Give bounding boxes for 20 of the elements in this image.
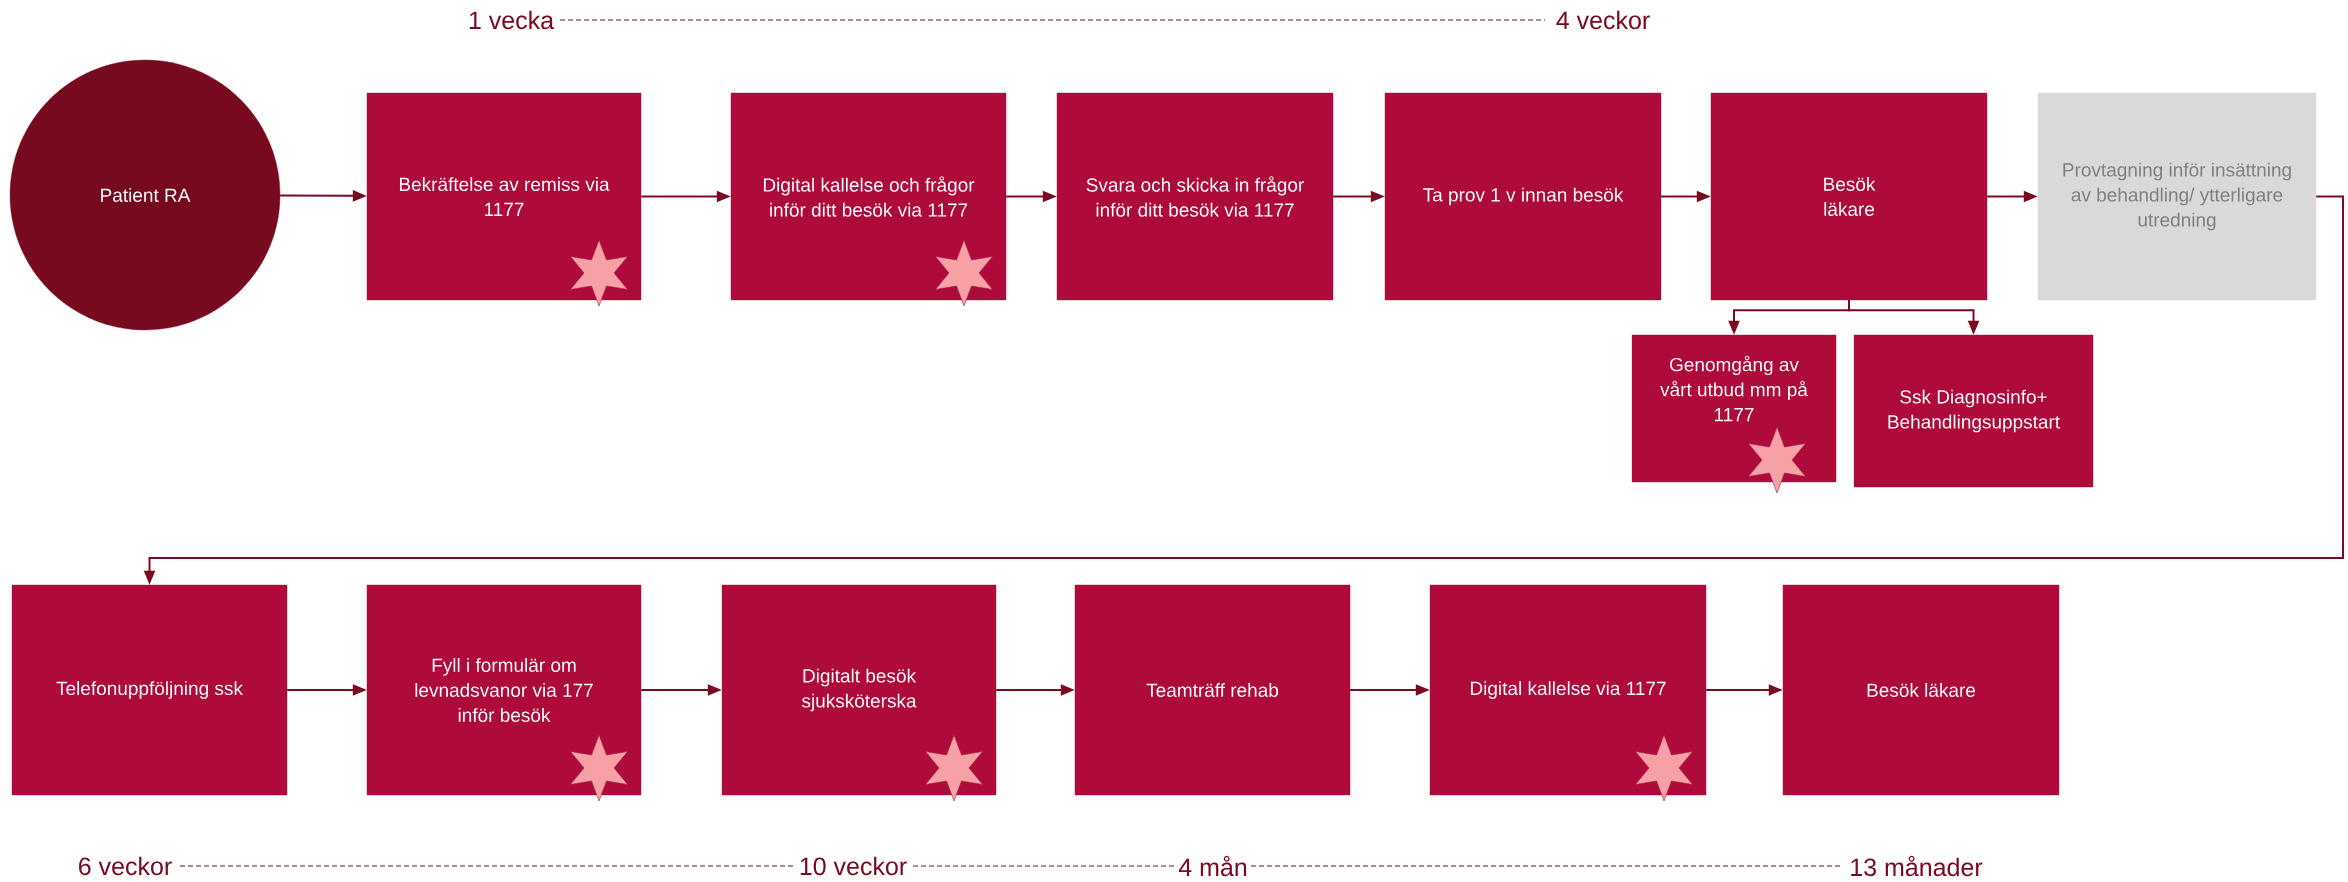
process-box: Besök läkare <box>1782 584 2060 796</box>
process-box: Bekräftelse av remiss via 1177 <box>366 92 642 301</box>
process-box: Digital kallelse och frågor inför ditt besök via 1177 <box>730 92 1007 301</box>
process-box: Teamträff rehab <box>1074 584 1351 796</box>
process-box: Digital kallelse via 1177 <box>1429 584 1707 796</box>
process-box: Genomgång av vårt utbud mm på 1177 <box>1631 334 1837 483</box>
time-label: 4 mån <box>1177 854 1249 878</box>
process-box: Svara och skicka in frågor inför ditt besök via 1177 <box>1056 92 1334 301</box>
time-label: 6 veckor <box>76 855 174 877</box>
time-label: 10 veckor <box>797 855 909 877</box>
process-box: Besök läkare <box>1710 92 1988 301</box>
process-box: Ssk Diagnosinfo+ Behandlingsuppstart <box>1853 334 2094 488</box>
process-box: Fyll i formulär om levnadsvanor via 177 inför besök <box>366 584 642 796</box>
time-label: 4 veckor <box>1554 9 1652 31</box>
time-label: 13 månader <box>1848 854 1984 878</box>
process-box: Provtagning inför insättning av behandling/ ytterligare utredning <box>2037 92 2317 301</box>
process-box: Digitalt besök sjuksköterska <box>721 584 997 796</box>
process-box: Ta prov 1 v innan besök <box>1384 92 1662 301</box>
process-box: Telefonuppföljning ssk <box>11 584 288 796</box>
time-label: 1 vecka <box>466 9 556 31</box>
